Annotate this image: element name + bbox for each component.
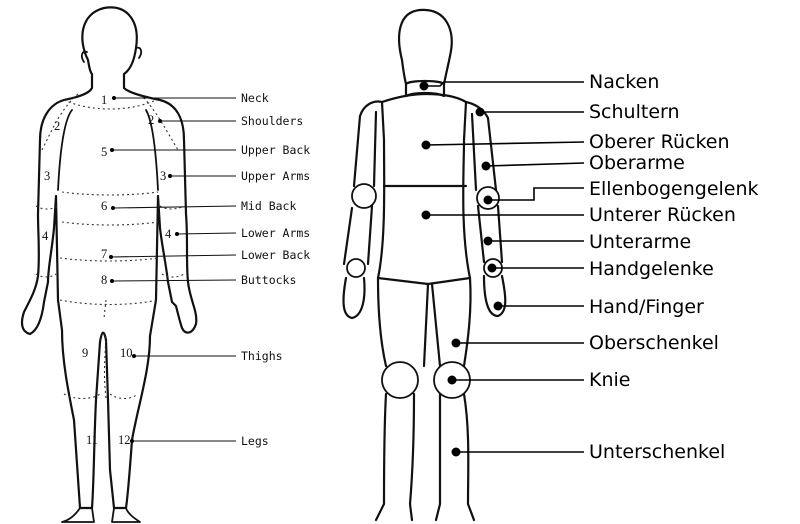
region-number: 11 — [86, 433, 98, 447]
region-number: 2 — [54, 119, 60, 133]
label-upper-back: Upper Back — [241, 143, 310, 157]
region-number: 4 — [165, 227, 172, 241]
region-number: 8 — [101, 273, 107, 287]
label-oberschenkel: Oberschenkel — [589, 332, 719, 354]
label-upper-arms: Upper Arms — [241, 169, 310, 183]
region-number: 9 — [82, 346, 88, 360]
label-shoulders: Shoulders — [241, 114, 303, 128]
region-number: 3 — [44, 169, 50, 183]
label-unterschenkel: Unterschenkel — [589, 441, 725, 463]
region-number: 7 — [101, 247, 107, 261]
label-hand-finger: Hand/Finger — [589, 296, 704, 318]
label-oberer-ruecken: Oberer Rücken — [589, 131, 730, 153]
label-ellenbogengelenk: Ellenbogengelenk — [589, 178, 759, 200]
label-lower-arms: Lower Arms — [241, 226, 310, 240]
region-number: 12 — [118, 433, 131, 447]
label-neck: Neck — [241, 91, 269, 105]
label-unterer-ruecken: Unterer Rücken — [589, 204, 736, 226]
label-nacken: Nacken — [589, 71, 659, 93]
label-unterarme: Unterarme — [589, 231, 691, 253]
region-number: 2 — [148, 113, 154, 127]
label-lower-back: Lower Back — [241, 248, 310, 262]
label-schultern: Schultern — [589, 101, 680, 123]
label-legs: Legs — [241, 434, 269, 448]
label-thighs: Thighs — [241, 349, 283, 363]
label-mid-back: Mid Back — [241, 199, 296, 213]
left-leader-lines — [109, 96, 236, 443]
region-number: 6 — [101, 199, 107, 213]
region-number: 5 — [101, 145, 107, 159]
label-oberarme: Oberarme — [589, 152, 685, 174]
left-labels: Neck Shoulders Upper Back Upper Arms Mid… — [241, 91, 310, 448]
right-labels: Nacken Schultern Oberer Rücken Oberarme … — [589, 71, 759, 463]
region-number: 4 — [42, 229, 49, 243]
left-body-figure — [22, 7, 196, 522]
label-knie: Knie — [589, 369, 630, 391]
label-buttocks: Buttocks — [241, 273, 296, 287]
region-number: 3 — [160, 169, 166, 183]
label-handgelenke: Handgelenke — [589, 258, 714, 280]
region-number: 1 — [101, 93, 107, 107]
region-number: 10 — [120, 346, 133, 360]
